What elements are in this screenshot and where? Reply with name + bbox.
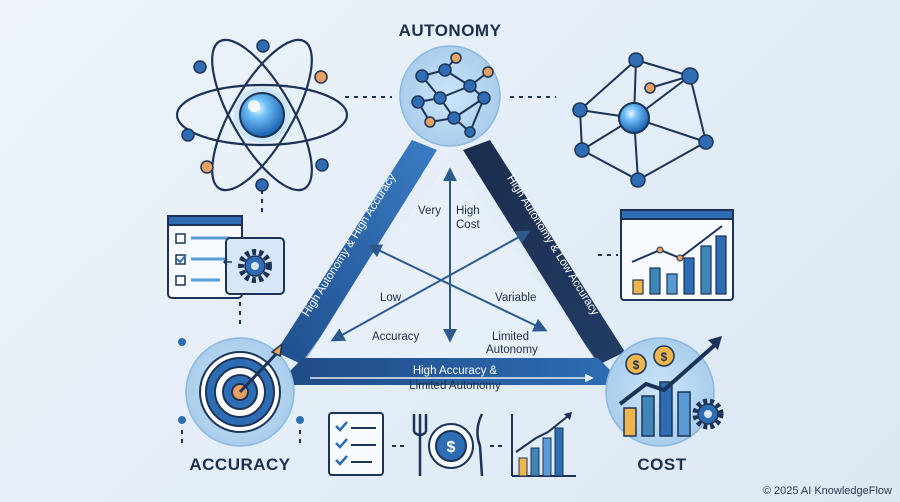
dollar-plate-icon: $ bbox=[428, 423, 474, 469]
checklist-icon bbox=[328, 412, 384, 476]
inner-arrows bbox=[330, 167, 548, 343]
label-limited: Limited bbox=[492, 331, 529, 343]
diagonal-arrow-up bbox=[330, 230, 531, 342]
svg-text:$: $ bbox=[661, 350, 668, 364]
svg-text:$: $ bbox=[447, 439, 456, 456]
neural-network-icon bbox=[399, 45, 501, 147]
fork-knife-icon bbox=[412, 413, 484, 477]
bottom-edge-label-line2: Limited Autonomy bbox=[409, 380, 501, 392]
svg-text:$: $ bbox=[633, 358, 640, 372]
checklist-gear-icon bbox=[167, 215, 285, 299]
network-graph-icon bbox=[572, 52, 714, 188]
corner-label-autonomy: AUTONOMY bbox=[399, 21, 502, 40]
copyright-notice: © 2025 AI KnowledgeFlow bbox=[762, 485, 892, 497]
target-arrow-icon bbox=[178, 337, 304, 448]
label-autonomy: Autonomy bbox=[486, 344, 538, 356]
label-low: Low bbox=[380, 292, 402, 304]
label-very: Very bbox=[418, 205, 441, 217]
bottom-edge-label-line1: High Accuracy & bbox=[413, 365, 498, 377]
corner-label-accuracy: ACCURACY bbox=[189, 455, 290, 474]
label-accuracy: Accuracy bbox=[372, 331, 420, 343]
label-high: High bbox=[456, 205, 480, 217]
cost-growth-chart-icon: $ $ bbox=[605, 336, 724, 447]
corner-label-cost: COST bbox=[637, 455, 686, 474]
label-cost: Cost bbox=[456, 219, 480, 231]
label-variable: Variable bbox=[495, 292, 536, 304]
bar-chart-icon bbox=[511, 412, 576, 477]
bar-chart-report-icon bbox=[620, 209, 734, 301]
atom-icon bbox=[175, 38, 349, 192]
